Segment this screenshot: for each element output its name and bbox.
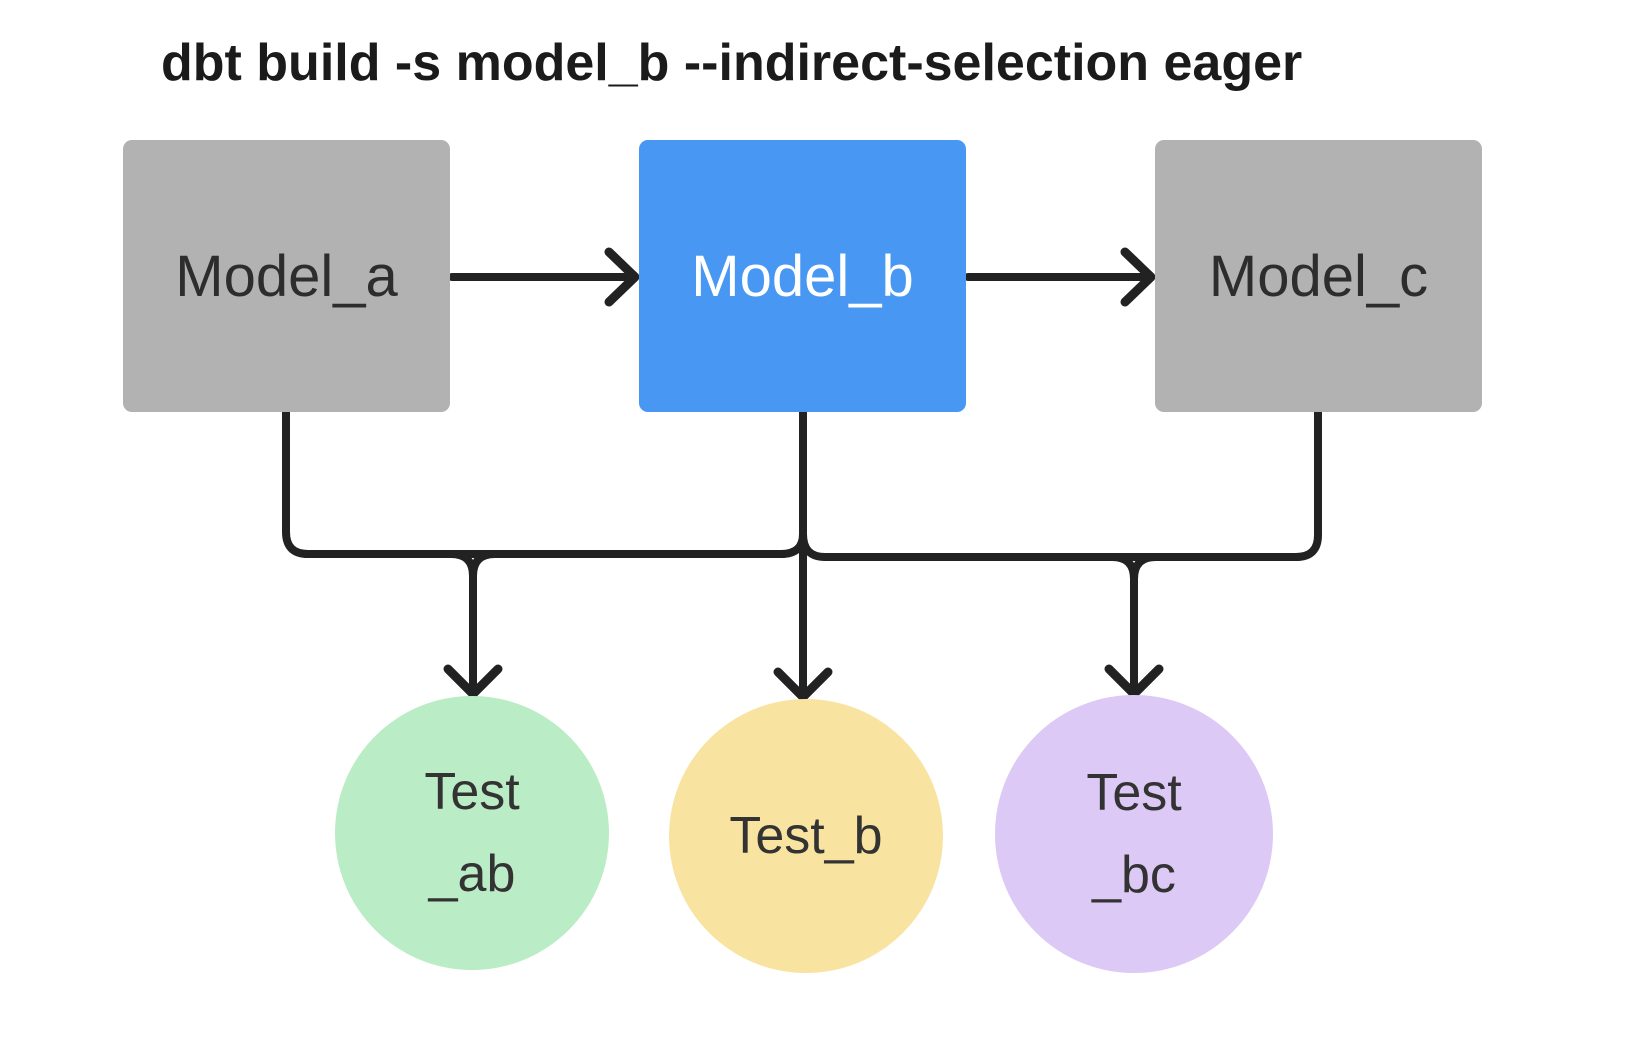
connector-drop-test-bc [1130,553,1160,694]
node-test-bc-label-line1: Test [1086,764,1182,822]
node-model-a-label: Model_a [175,243,398,309]
diagram-title: dbt build -s model_b --indirect-selectio… [161,34,1303,92]
edge-model-b-to-test-b [773,408,833,702]
edge-model-a-to-model-b [448,247,640,307]
node-model-b: Model_b [639,140,966,412]
node-test-ab-label-line1: Test [424,763,520,821]
arrowhead-down-icon [773,667,833,702]
node-test-ab-label-line2: _ab [428,845,516,903]
node-test-bc-label-line2: _bc [1092,846,1176,904]
node-model-a: Model_a [123,140,450,412]
arrowhead-down-icon [1104,664,1164,699]
arrowhead-right-icon [1120,247,1156,307]
edge-model-b-to-model-c [964,247,1156,307]
connector-shoulder-right [469,550,499,580]
node-model-c: Model_c [1155,140,1482,412]
node-model-b-label: Model_b [691,243,914,309]
connector-drop-test-ab [447,550,477,694]
node-test-b-label-line1: Test_b [729,807,883,865]
arrowhead-down-icon [443,664,503,699]
connector-model-a-rail [282,408,807,558]
connector-shoulder-left [1108,553,1138,583]
connector-model-c-rail [799,408,1322,561]
node-test-bc: Test _bc [995,695,1273,973]
node-test-ab: Test _ab [335,696,609,970]
arrowhead-right-icon [604,247,640,307]
node-model-c-label: Model_c [1208,243,1429,309]
edges-to-test-ab [282,408,807,699]
edges-to-test-bc [799,408,1322,699]
node-test-b: Test_b [669,699,943,973]
